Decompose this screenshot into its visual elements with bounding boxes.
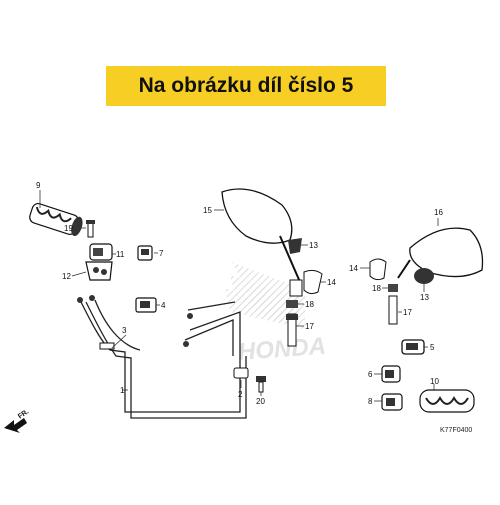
callout-2: 2 [238,390,243,399]
throttle-cables [79,299,247,419]
drawing-code: K77F0400 [440,427,473,434]
callout-14: 14 [327,278,336,287]
part-9-left-grip [29,202,83,237]
callout-13: 13 [309,241,318,250]
part-16-right-mirror [397,227,484,279]
part-10-right-grip [419,389,475,413]
callout-9: 9 [36,181,41,190]
part-14-cover-right [369,258,387,281]
part-14-cover-left [303,269,323,295]
callout-18b: 18 [372,284,381,293]
part-5-switch [401,339,425,355]
callout-4: 4 [161,301,166,310]
front-direction-arrow-icon [4,418,27,433]
callout-14b: 14 [349,264,358,273]
callout-13b: 13 [420,293,429,302]
callout-11: 11 [116,250,125,259]
callout-18: 18 [305,300,314,309]
part-17-adapter-right [388,295,398,325]
callout-12: 12 [62,272,71,281]
part-18-nut-right [388,284,398,292]
callout-16: 16 [434,208,443,217]
part-4-clip [135,297,157,313]
leader-lines [39,190,439,402]
part-11-throttle-pipe [89,243,113,261]
part-13-mirror-boot-left [288,238,302,254]
callout-8: 8 [368,397,373,406]
callout-15: 15 [203,206,212,215]
part-8-switch-housing [381,393,403,411]
part-18-nut-left [286,300,298,308]
part-6-switch-housing [381,365,401,383]
part-7-connector [137,245,153,261]
callout-labels: 9 19 11 7 12 4 3 1 2 20 15 13 14 18 17 1… [36,181,443,406]
honda-watermark-text: HONDA [237,333,327,366]
part-number-banner: Na obrázku díl číslo 5 [106,66,386,106]
honda-wing-watermark-icon [225,262,305,330]
callout-17b: 17 [403,308,412,317]
part-17-adapter-left [286,313,298,347]
part-12-throttle-housing [85,261,113,281]
part-19-screw [86,220,95,238]
callout-10: 10 [430,377,439,386]
callout-1: 1 [120,386,125,395]
callout-17: 17 [305,322,314,331]
callout-19: 19 [64,224,73,233]
callout-5: 5 [430,343,435,352]
banner-text: Na obrázku díl číslo 5 [138,74,354,97]
callout-7: 7 [159,249,164,258]
part-13-mirror-boot-right [414,268,434,284]
cable-end-fittings [77,295,249,379]
part-20-bolt [256,376,266,393]
callout-20: 20 [256,397,265,406]
callout-3: 3 [122,326,127,335]
callout-6: 6 [368,370,373,379]
